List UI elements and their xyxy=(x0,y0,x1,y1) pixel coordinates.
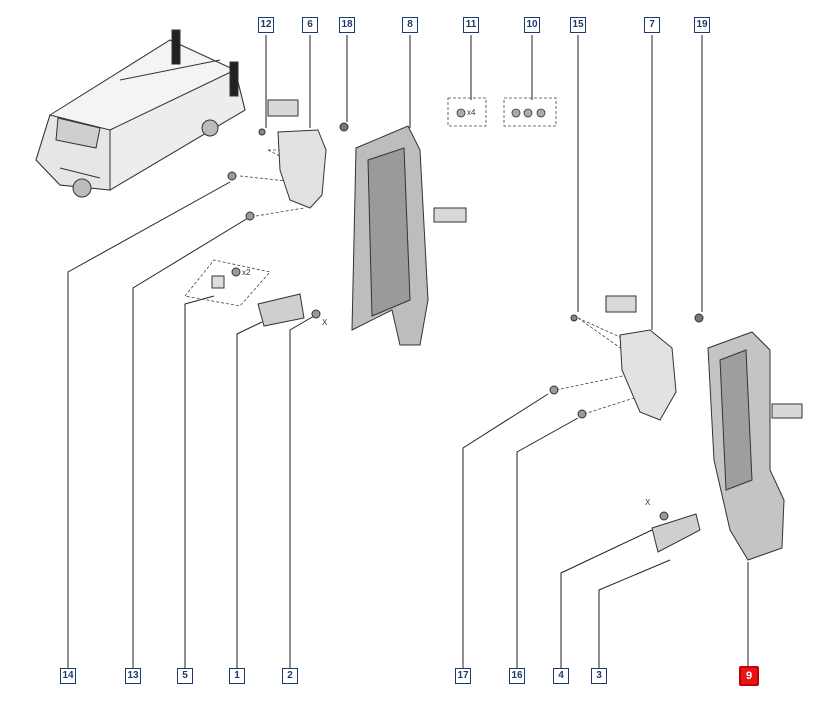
callout-19[interactable]: 19 xyxy=(694,17,710,33)
callout-11[interactable]: 11 xyxy=(463,17,479,33)
callout-16[interactable]: 16 xyxy=(509,668,525,684)
tail-light-assembly xyxy=(211,99,467,346)
quantity-x-right: X xyxy=(645,498,651,507)
callout-15[interactable]: 15 xyxy=(570,17,586,33)
callout-17[interactable]: 17 xyxy=(455,668,471,684)
callout-1[interactable]: 1 xyxy=(229,668,245,684)
quantity-x-left: X xyxy=(322,318,328,327)
callout-18[interactable]: 18 xyxy=(339,17,355,33)
quantity-x4: x4 xyxy=(467,108,476,117)
callout-8[interactable]: 8 xyxy=(402,17,418,33)
callout-13[interactable]: 13 xyxy=(125,668,141,684)
callout-10[interactable]: 10 xyxy=(524,17,540,33)
vehicle-illustration xyxy=(35,29,246,198)
quantity-x2: x2 xyxy=(242,268,251,277)
callout-7[interactable]: 7 xyxy=(644,17,660,33)
callout-14[interactable]: 14 xyxy=(60,668,76,684)
callout-4[interactable]: 4 xyxy=(553,668,569,684)
callout-3[interactable]: 3 xyxy=(591,668,607,684)
callout-9-selected[interactable]: 9 xyxy=(739,666,759,686)
callout-2[interactable]: 2 xyxy=(282,668,298,684)
callout-12[interactable]: 12 xyxy=(258,17,274,33)
callout-6[interactable]: 6 xyxy=(302,17,318,33)
callout-5[interactable]: 5 xyxy=(177,668,193,684)
